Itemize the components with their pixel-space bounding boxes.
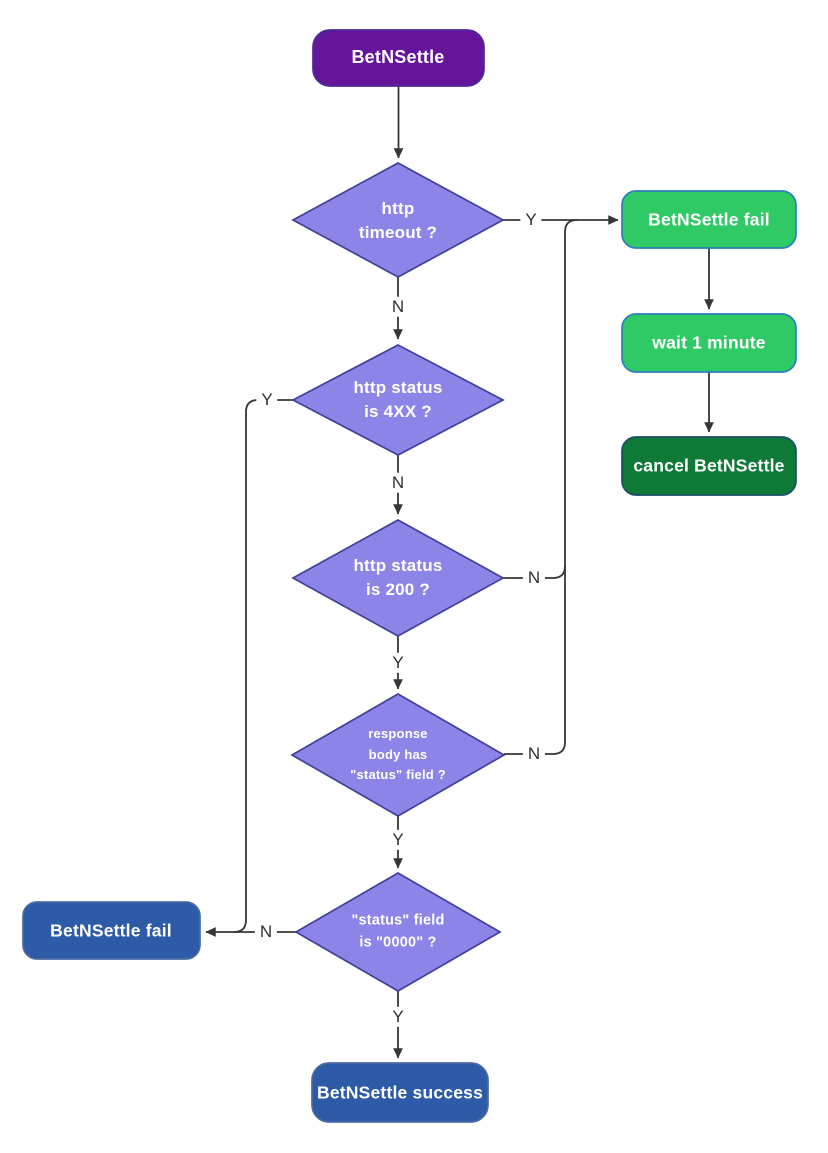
edge-200-no-merge-line [503, 565, 566, 579]
start-node-shape [312, 29, 485, 87]
decision-http-4xx-shape [291, 344, 505, 456]
nodes [22, 29, 797, 1123]
edge-4xx-yes-line [233, 399, 293, 933]
decision-response-body-shape [290, 693, 506, 817]
decision-status-0000-shape [294, 872, 502, 992]
decision-http-200-shape [291, 519, 505, 637]
success-node-shape [311, 1062, 489, 1123]
edges [205, 86, 714, 1059]
fail-right-node-shape [621, 190, 797, 249]
cancel-node-shape [621, 436, 797, 496]
fail-left-node-shape [22, 901, 201, 960]
edge-body-no-merge-line [504, 219, 578, 755]
decision-http-timeout-shape [291, 162, 505, 278]
wait-node-shape [621, 313, 797, 373]
